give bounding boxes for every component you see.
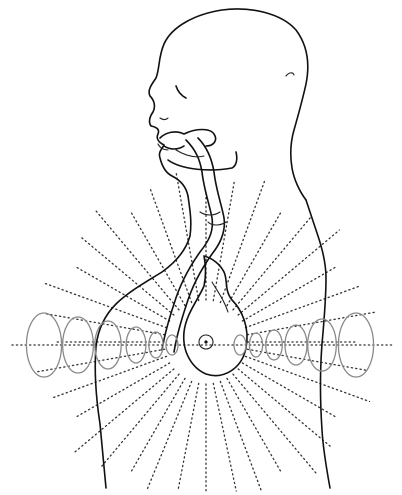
dotted-ray [245, 287, 358, 328]
dotted-ray [245, 356, 369, 401]
neck-front-line [96, 196, 191, 346]
dotted-ray [227, 212, 281, 306]
neck-back-line [306, 200, 330, 488]
nostril-icon [160, 118, 168, 120]
stomach-shape [184, 256, 247, 376]
dotted-ray [73, 369, 174, 454]
dotted-ray [213, 182, 234, 300]
radiating-dotted-rays [12, 171, 392, 491]
body-outline [95, 9, 330, 488]
facial-features [158, 73, 294, 150]
dotted-ray [213, 383, 236, 491]
closed-eye-icon [176, 86, 186, 98]
dotted-ray [42, 282, 166, 327]
dotted-ray [178, 383, 199, 491]
dotted-ray [242, 267, 336, 321]
dotted-ray [238, 230, 339, 315]
mouth-icon [160, 130, 216, 147]
dotted-ray [146, 381, 191, 491]
dotted-ray [131, 378, 185, 472]
dotted-ray [227, 378, 281, 472]
dotted-ray [247, 312, 377, 335]
head-outline [149, 9, 308, 200]
tongue-icon [164, 146, 184, 149]
ear-mark-icon [286, 73, 294, 76]
dotted-ray [94, 209, 179, 310]
jaw-line [168, 152, 237, 170]
dotted-ray [233, 374, 318, 475]
stomach-center-dot [204, 340, 207, 343]
dotted-ray [76, 363, 170, 417]
dotted-ray [220, 381, 261, 491]
front-torso-line [95, 346, 106, 488]
dotted-ray [54, 356, 167, 397]
